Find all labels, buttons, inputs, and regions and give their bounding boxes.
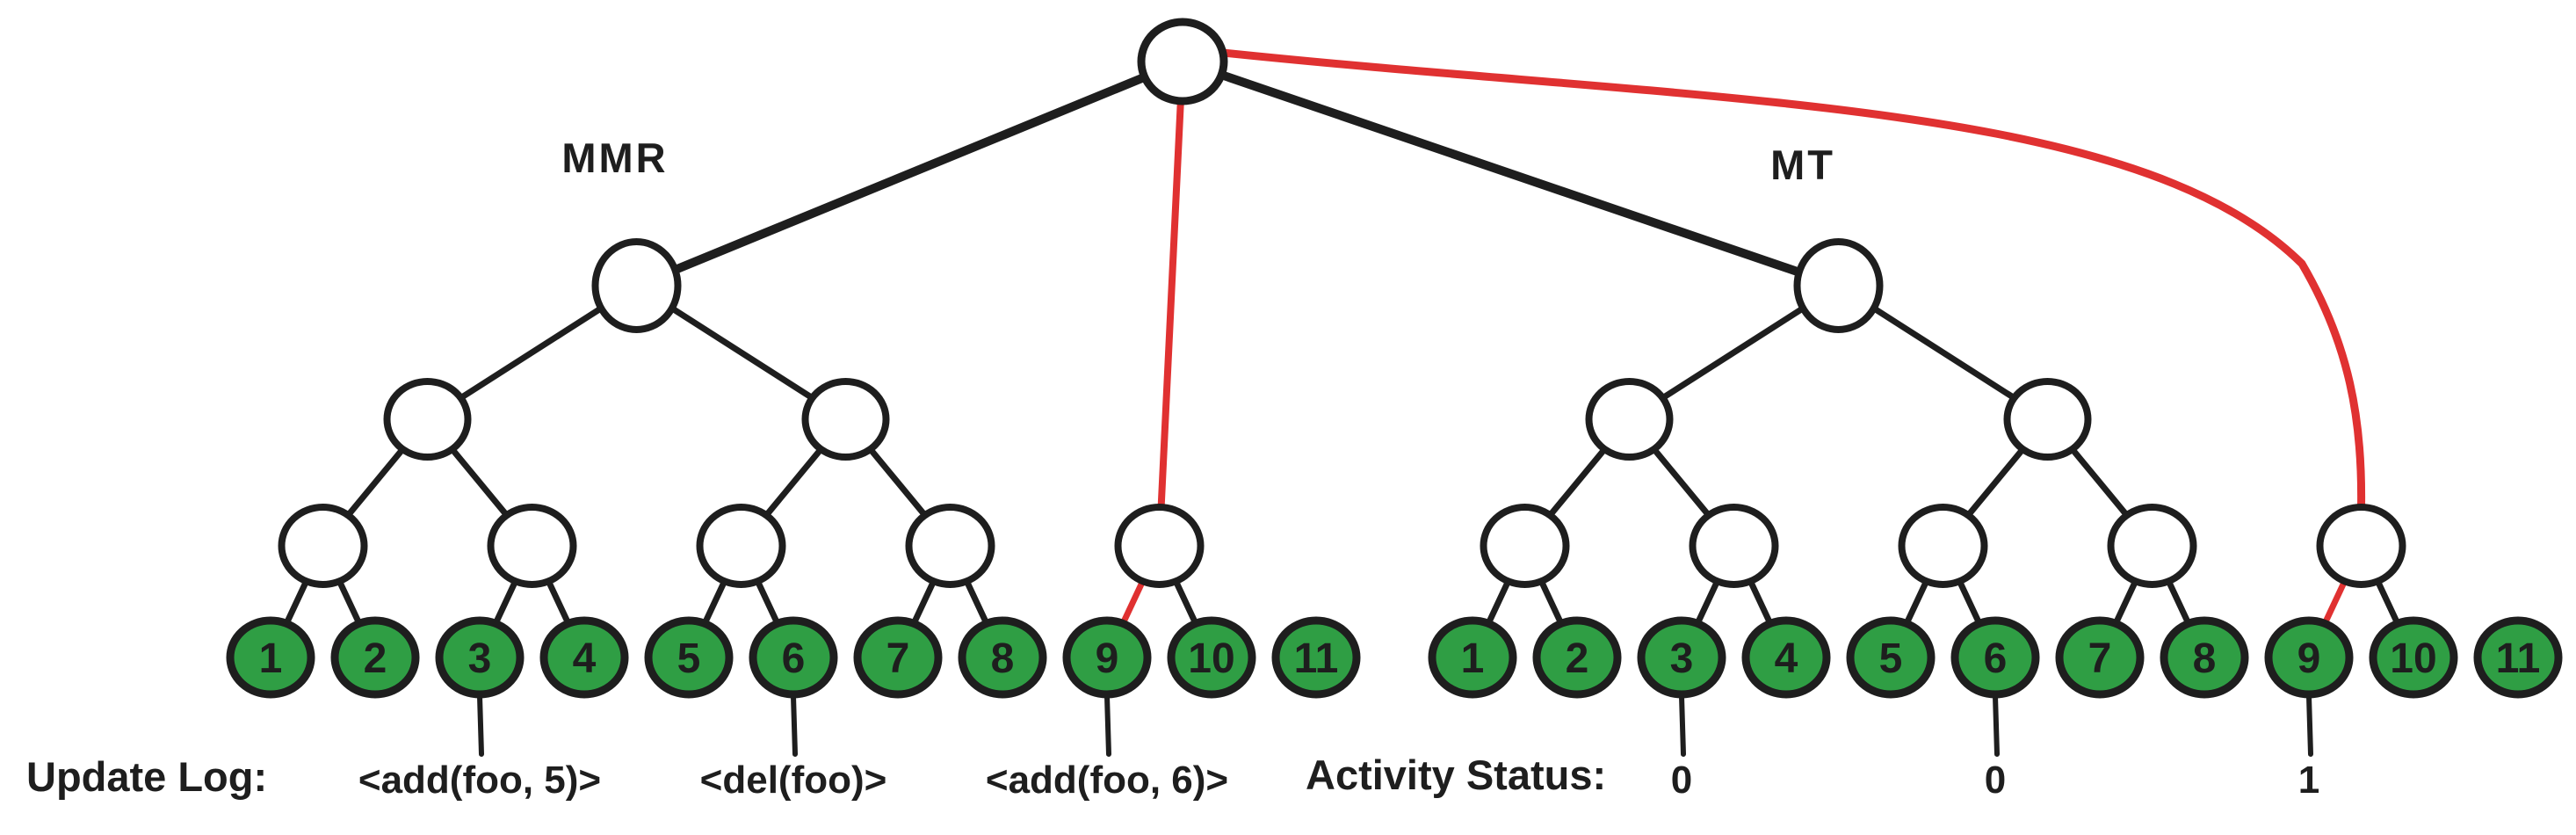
- mmr-leaf-7-label: 7: [886, 635, 910, 682]
- mmr-leaf-7: [853, 616, 943, 699]
- mmr-leaf-3-label: 3: [468, 635, 492, 682]
- mmr-node-n34: [487, 504, 577, 588]
- mmr-leaf-2: [330, 616, 420, 699]
- root-node: [1137, 18, 1228, 105]
- update-log-tick-leaf3: [477, 693, 484, 757]
- mmr-leaf-3: [435, 616, 525, 699]
- mt-node-n14: [1585, 378, 1674, 461]
- mt-leaf-4: [1741, 616, 1831, 699]
- mt-node-n56: [1898, 504, 1988, 588]
- mt-leaf-3: [1637, 616, 1726, 699]
- mmr-leaf-6-label: 6: [782, 635, 806, 682]
- mmr-leaf-9: [1062, 616, 1152, 699]
- mt-leaf-1: [1428, 616, 1517, 699]
- update-log-entry-1: <add(foo, 5)>: [358, 759, 601, 802]
- mmr-leaf-5-label: 5: [677, 635, 701, 682]
- mt-node-n58: [2003, 378, 2092, 461]
- edge-root-mt-n910-curved: [1219, 48, 2366, 512]
- edge-root-mmr-n18: [632, 57, 1187, 290]
- mmr-label: MMR: [561, 134, 668, 181]
- edge-root-mt-n18: [1178, 57, 1843, 290]
- mmr-node-n910: [1114, 504, 1205, 588]
- mt-leaf-2-label: 2: [1566, 635, 1589, 682]
- mmr-leaf-8: [958, 616, 1047, 699]
- mmr-leaf-4-label: 4: [573, 635, 597, 682]
- activity-status-tick-leaf3: [1679, 693, 1686, 757]
- activity-status-tick-leaf6: [1993, 693, 2000, 757]
- mt-leaf-9-label: 9: [2297, 635, 2321, 682]
- mt-leaf-10-label: 10: [2390, 635, 2436, 682]
- mmr-node-n18: [591, 238, 682, 333]
- mt-leaf-11-label: 11: [2496, 635, 2541, 682]
- mt-leaf-3-label: 3: [1670, 635, 1694, 682]
- edge-root-mmr-n910: [1155, 58, 1186, 549]
- mt-leaf-9: [2264, 616, 2354, 699]
- mmr-leaf-4: [539, 616, 629, 699]
- mt-leaf-8-label: 8: [2193, 635, 2217, 682]
- mmr-node-n78: [905, 504, 995, 588]
- mmr-leaf-8-label: 8: [991, 635, 1015, 682]
- activity-status-entry-3: 1: [2298, 759, 2319, 802]
- mmr-node-n12: [278, 504, 368, 588]
- mt-leaf-5-label: 5: [1879, 635, 1903, 682]
- mt-leaf-10: [2369, 616, 2458, 699]
- mt-leaf-6-label: 6: [1984, 635, 2008, 682]
- mt-node-n34: [1689, 504, 1779, 588]
- update-log-entry-3: <add(foo, 6)>: [986, 759, 1228, 802]
- mt-leaf-7-label: 7: [2088, 635, 2112, 682]
- activity-status-entry-2: 0: [1985, 759, 2006, 802]
- update-log-label: Update Log:: [26, 753, 267, 800]
- mmr-node-n58: [801, 378, 890, 461]
- mt-leaf-8: [2160, 616, 2249, 699]
- mmr-leaf-10: [1167, 616, 1256, 699]
- mt-node-n78: [2107, 504, 2197, 588]
- mmr-leaf-5: [644, 616, 734, 699]
- mmr-leaf-1: [226, 616, 315, 699]
- mt-leaf-4-label: 4: [1775, 635, 1798, 682]
- mmr-leaf-1-label: 1: [259, 635, 283, 682]
- mt-leaf-2: [1532, 616, 1622, 699]
- activity-status-entry-1: 0: [1671, 759, 1692, 802]
- mt-node-n18: [1793, 238, 1884, 333]
- mmr-leaf-11: [1271, 616, 1361, 699]
- update-log-tick-leaf9: [1104, 693, 1111, 757]
- mt-leaf-7: [2055, 616, 2145, 699]
- mmr-node-n56: [696, 504, 786, 588]
- mmr-node-n14: [383, 378, 472, 461]
- mt-label: MT: [1770, 142, 1835, 188]
- mmr-leaf-10-label: 10: [1188, 635, 1234, 682]
- mt-leaf-5: [1846, 616, 1936, 699]
- mt-node-n12: [1480, 504, 1570, 588]
- mt-leaf-6: [1950, 616, 2040, 699]
- mmr-leaf-9-label: 9: [1096, 635, 1119, 682]
- mt-leaf-1-label: 1: [1461, 635, 1485, 682]
- activity-status-tick-leaf9: [2306, 693, 2313, 757]
- mmr-leaf-11-label: 11: [1294, 635, 1339, 682]
- update-log-entry-2: <del(foo)>: [700, 759, 887, 802]
- mmr-leaf-6: [749, 616, 838, 699]
- activity-status-label: Activity Status:: [1306, 752, 1606, 798]
- mmr-leaf-2-label: 2: [364, 635, 387, 682]
- mt-leaf-11: [2473, 616, 2563, 699]
- mt-node-n910: [2316, 504, 2406, 588]
- update-log-tick-leaf6: [791, 693, 798, 757]
